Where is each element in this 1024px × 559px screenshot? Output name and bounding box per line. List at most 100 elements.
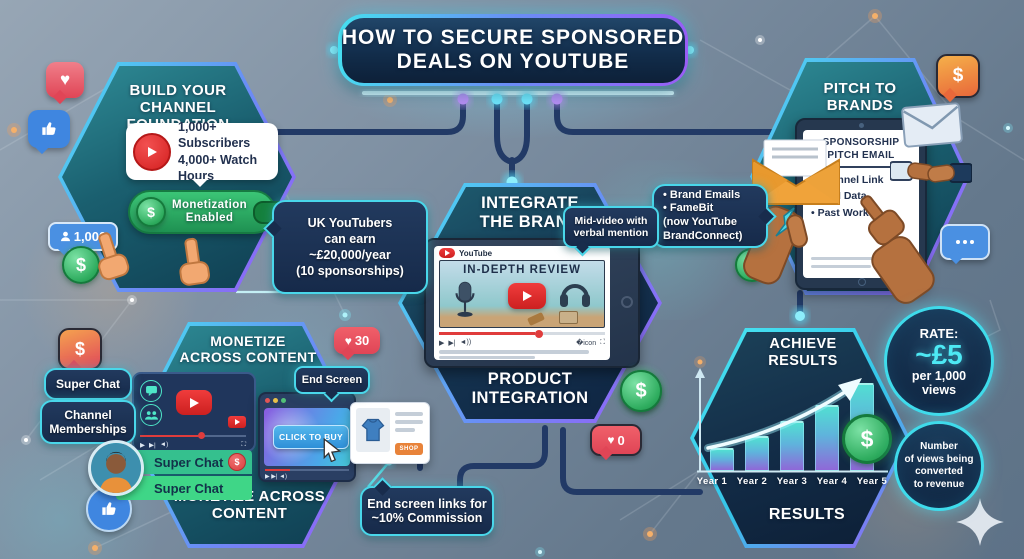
monetization-label: Monetization [172, 198, 248, 211]
shop-button[interactable]: SHOP [395, 443, 423, 455]
youtube-icon [133, 132, 171, 171]
play-icon: ▶ [439, 339, 445, 347]
player-controls[interactable]: ▶▶|◄)) �icon⛶ [439, 337, 605, 348]
dollar-coin-icon: $ [620, 370, 662, 412]
video-area: IN-DEPTH REVIEW [439, 260, 605, 328]
brush-icon [527, 311, 545, 327]
subscribers-requirement: 1,000+ Subscribers [178, 120, 251, 151]
chart-bar [745, 436, 769, 471]
super-chat-badge: Super Chat [44, 368, 132, 400]
heart-icon: ♥ [607, 433, 615, 447]
heart-reaction-bubble: ♥ [46, 62, 84, 105]
progress-bar[interactable] [265, 468, 349, 471]
window-dot [265, 397, 270, 403]
heart-zero-badge: ♥ 0 [590, 424, 642, 461]
rate-circle: RATE: ~£5 per 1,000 views [884, 306, 994, 416]
pitch-bullet: • Past Work [811, 207, 869, 220]
tablet-camera [621, 296, 633, 308]
main-title-line2: DEALS ON YOUTUBE [396, 50, 630, 73]
super-chat-row: Super Chat [116, 476, 252, 500]
microphone-icon [455, 281, 475, 317]
review-tablet: YouTube IN-DEPTH REVIEW [424, 238, 640, 368]
fullscreen-icon: ⛶ [241, 441, 246, 448]
x-tick-label: Year 2 [736, 476, 768, 487]
player-controls[interactable]: ▶ ▶|◄) ⛶ [140, 441, 246, 449]
chart-bar [815, 405, 839, 471]
monetization-pill: $ Monetization Enabled [128, 190, 290, 234]
progress-bar[interactable] [140, 432, 246, 439]
stream-player: ▶ ▶|◄) ⛶ [132, 372, 256, 452]
thumbs-up-icon [42, 122, 56, 135]
window-dot [273, 397, 278, 403]
like-reaction-bubble [28, 110, 70, 155]
heart-icon: ♥ [344, 333, 352, 348]
x-tick-label: Year 1 [696, 476, 728, 487]
volume-icon: ◄) [159, 441, 169, 448]
super-chat-coin-icon: $ [228, 453, 246, 471]
chart-x-labels: Year 1 Year 2 Year 3 Year 4 Year 5 [692, 476, 892, 488]
chat-icon [140, 380, 162, 402]
watch-hours-requirement: 4,000+ Watch Hours [178, 152, 258, 183]
handshake-icon [890, 161, 972, 183]
player-controls[interactable]: ▶ ▶| ◄) [265, 474, 288, 480]
product-box [559, 311, 578, 324]
results-footer: RESULTS [768, 506, 846, 523]
dollar-coin-icon: $ [842, 414, 892, 464]
chart-axes-and-arrow [695, 368, 888, 473]
volume-icon: ◄)) [459, 339, 472, 346]
video-banner: IN-DEPTH REVIEW [463, 264, 581, 276]
fullscreen-icon: ⛶ [600, 338, 605, 346]
members-icon [140, 404, 162, 426]
play-button-logo[interactable] [176, 390, 212, 415]
shop-card: SHOP [350, 402, 430, 464]
end-screen-badge: End Screen [294, 366, 370, 403]
next-icon: ▶| [149, 442, 156, 449]
click-to-buy-button[interactable]: CLICK TO BUY [273, 425, 349, 449]
main-title-line1: HOW TO SECURE SPONSORED [341, 26, 685, 50]
settings-icon: �icon [576, 339, 597, 347]
x-tick-label: Year 4 [816, 476, 848, 487]
heart-count-badge: ♥ 30 [334, 327, 380, 361]
chat-bubble-icon [940, 224, 990, 265]
dollar-bubble: $ [58, 328, 102, 375]
closed-envelope-icon [901, 102, 963, 148]
play-icon: ▶ [140, 442, 145, 449]
youtube-brand-label: YouTube [459, 248, 493, 258]
avatar [88, 440, 144, 496]
window-dot [281, 397, 286, 403]
foundation-requirements-card: 1,000+ Subscribers 4,000+ Watch Hours [126, 120, 278, 183]
sweater-icon [361, 418, 385, 442]
end-screen-window: CLICK TO BUY ▶ ▶| ◄) [258, 392, 356, 482]
dollar-coin-icon: $ [136, 197, 166, 227]
person-icon [60, 231, 70, 242]
mini-play-icon [228, 416, 246, 428]
pitch-email-title: SPONSORSHIP [822, 137, 900, 148]
x-tick-label: Year 3 [776, 476, 808, 487]
cursor-icon [323, 438, 342, 462]
headphones-icon [560, 284, 590, 307]
dollar-bubble: $ [936, 54, 980, 103]
rate-value: ~£5 [915, 338, 963, 370]
youtube-logo-icon [439, 248, 455, 258]
main-title-plate: HOW TO SECURE SPONSORED DEALS ON YOUTUBE [338, 14, 688, 86]
progress-bar[interactable] [439, 329, 605, 338]
heart-icon: ♥ [59, 70, 71, 89]
rate-label: RATE: [919, 325, 959, 341]
card-tail [192, 179, 208, 195]
pointing-hand-icon [175, 236, 212, 287]
sparkle-icon [956, 498, 1004, 546]
thumbs-up-icon [102, 502, 116, 515]
end-screen-links-callout: End screen links for~10% Commission [360, 477, 494, 536]
play-button-logo[interactable] [508, 283, 546, 309]
